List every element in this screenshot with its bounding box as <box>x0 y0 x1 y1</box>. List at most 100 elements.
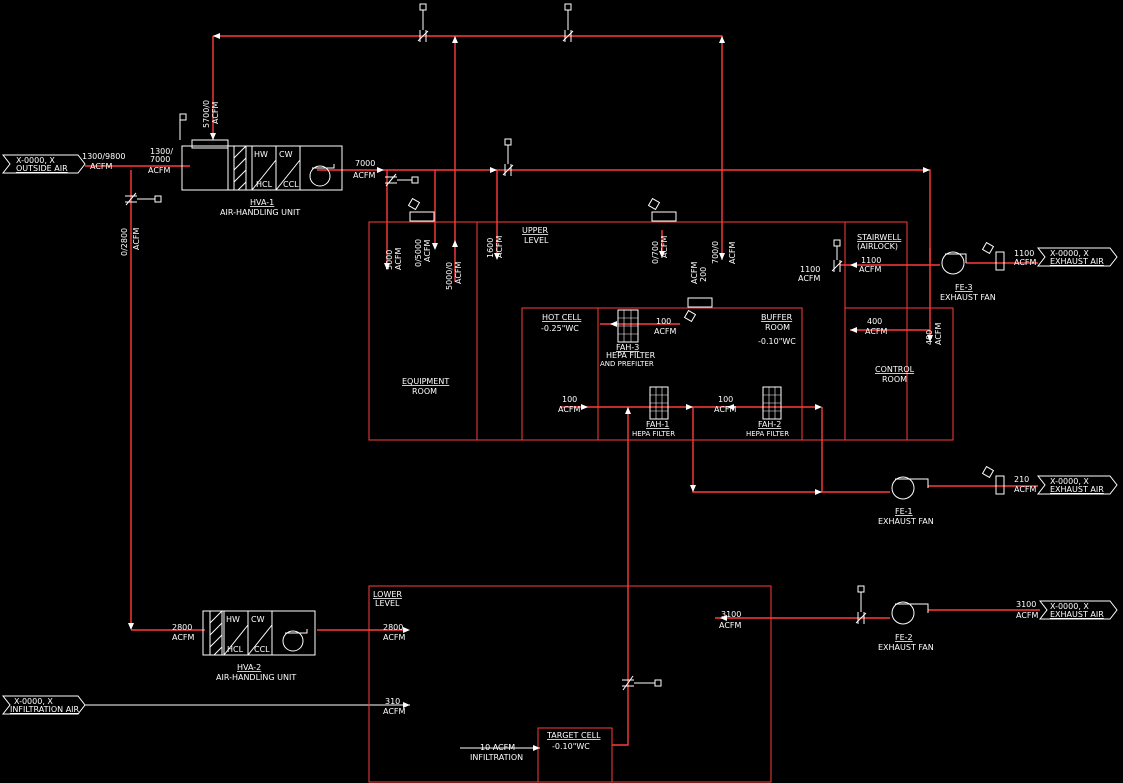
flow-ahu1-in: 1300/ <box>150 147 173 156</box>
svg-text:ACFM: ACFM <box>558 405 581 414</box>
room-outlines <box>368 221 954 783</box>
svg-text:INFILTRATION: INFILTRATION <box>470 753 523 762</box>
damper-bypass <box>125 192 162 206</box>
flow-hot-100: 100 <box>656 317 671 326</box>
filter-fah-3[interactable]: FAH-3 HEPA FILTER AND PREFILTER <box>600 309 656 368</box>
svg-text:ROOM: ROOM <box>412 387 437 396</box>
flow-fah1-100: 100 <box>718 395 733 404</box>
svg-text:EXHAUST AIR: EXHAUST AIR <box>1050 485 1104 494</box>
filter-fah-1[interactable]: FAH-1 HEPA FILTER <box>632 386 675 438</box>
svg-text:ROOM: ROOM <box>882 375 907 384</box>
svg-text:ACFM: ACFM <box>1016 611 1039 620</box>
target-cell-label: TARGET CELL <box>546 731 601 740</box>
svg-text:ACFM: ACFM <box>859 265 882 274</box>
svg-text:ACFM: ACFM <box>728 241 737 264</box>
flow-ahu2-2800a: 2800 <box>172 623 192 632</box>
buffer-room-label: BUFFER <box>761 313 793 322</box>
svg-text:FE-1: FE-1 <box>895 507 913 516</box>
svg-text:ACFM: ACFM <box>172 633 195 642</box>
flow-target-10: 10 ACFM <box>480 743 515 752</box>
fan-fe-3[interactable]: FE-3 EXHAUST FAN <box>940 241 1005 302</box>
svg-text:FAH-3: FAH-3 <box>616 343 639 352</box>
flow-upper-700-0: 700/0 <box>711 241 720 264</box>
flow-oa: 1300/9800 <box>82 152 125 161</box>
damper-stair <box>831 239 843 272</box>
svg-text:FE-3: FE-3 <box>955 283 973 292</box>
svg-text:EXHAUST FAN: EXHAUST FAN <box>878 643 934 652</box>
damper-target <box>622 675 662 691</box>
svg-text:ACFM: ACFM <box>798 274 821 283</box>
svg-text:ACFM: ACFM <box>90 162 113 171</box>
svg-text:ACFM: ACFM <box>495 235 504 258</box>
flow-equip-5000: 5000 <box>385 250 394 270</box>
tag-infiltration-air[interactable]: X-0000, X INFILTRATION AIR <box>1 695 86 715</box>
svg-text:ACFM: ACFM <box>714 405 737 414</box>
svg-text:ACFM: ACFM <box>654 327 677 336</box>
flow-infil-310: 310 <box>385 697 400 706</box>
damper-top-2 <box>562 3 574 42</box>
hot-cell-label: HOT CELL <box>542 313 582 322</box>
flow-arrows <box>128 33 933 751</box>
svg-text:OUTSIDE AIR: OUTSIDE AIR <box>16 164 68 173</box>
control-room <box>844 307 954 441</box>
svg-text:LEVEL: LEVEL <box>375 599 400 608</box>
flow-equip-0-5000: 0/5000 <box>414 239 423 267</box>
svg-text:-0.10"WC: -0.10"WC <box>758 337 796 346</box>
ahu-hva-1[interactable]: HW CW HCL CCL HVA-1 AIR-HANDLING UNIT <box>181 139 343 217</box>
svg-text:HW: HW <box>226 615 240 624</box>
tag-outside-air[interactable]: X-0000, X OUTSIDE AIR <box>1 154 86 174</box>
flow-stair-1100b: 1100 <box>861 256 881 265</box>
flow-bypass: 0/2800 <box>120 228 129 256</box>
fan-fe-1[interactable]: FE-1 EXHAUST FAN <box>878 465 1005 526</box>
tag-exhaust-fe2[interactable]: X-0000, X EXHAUST AIR <box>1038 600 1118 620</box>
damper-supply <box>502 138 514 176</box>
flow-upper-0-700: 0/700 <box>651 241 660 264</box>
flow-stair-1100a: 1100 <box>800 265 820 274</box>
svg-text:ROOM: ROOM <box>765 323 790 332</box>
svg-text:ACFM: ACFM <box>454 261 463 284</box>
target-cell-room <box>537 727 613 783</box>
svg-text:ACFM: ACFM <box>383 633 406 642</box>
svg-text:AIR-HANDLING UNIT: AIR-HANDLING UNIT <box>216 673 296 682</box>
svg-text:X-0000, X: X-0000, X <box>16 156 55 165</box>
tag-exhaust-fe3[interactable]: X-0000, X EXHAUST AIR <box>1036 247 1118 267</box>
svg-text:ACFM: ACFM <box>383 707 406 716</box>
room-labels: UPPER LEVEL EQUIPMENT ROOM STAIRWELL (AI… <box>373 226 915 751</box>
svg-text:ACFM: ACFM <box>865 327 888 336</box>
damper-equip <box>385 173 419 187</box>
filter-fah-2[interactable]: FAH-2 HEPA FILTER <box>746 386 789 438</box>
svg-text:EXHAUST FAN: EXHAUST FAN <box>940 293 996 302</box>
svg-text:LEVEL: LEVEL <box>524 236 549 245</box>
tag-exhaust-fe1[interactable]: X-0000, X EXHAUST AIR <box>1036 475 1118 495</box>
flow-fe1-210: 210 <box>1014 475 1029 484</box>
svg-text:CW: CW <box>279 150 293 159</box>
flow-buffer-200: 200 <box>699 267 708 282</box>
flow-hot-in-100: 100 <box>562 395 577 404</box>
svg-text:FE-2: FE-2 <box>895 633 913 642</box>
svg-text:X-0000, X: X-0000, X <box>1050 249 1089 258</box>
hot-cell-room <box>521 307 803 441</box>
svg-text:HEPA FILTER: HEPA FILTER <box>606 351 656 360</box>
svg-text:FAH-1: FAH-1 <box>646 420 669 429</box>
svg-text:AND PREFILTER: AND PREFILTER <box>600 360 654 368</box>
svg-text:EXHAUST AIR: EXHAUST AIR <box>1050 257 1104 266</box>
svg-text:HVA-2: HVA-2 <box>237 663 261 672</box>
fan-fe-2[interactable]: FE-2 EXHAUST FAN <box>878 601 934 652</box>
svg-text:EXHAUST AIR: EXHAUST AIR <box>1050 610 1104 619</box>
flow-supply-7000: 7000 <box>355 159 375 168</box>
svg-text:CCL: CCL <box>254 645 270 654</box>
svg-text:HCL: HCL <box>227 645 244 654</box>
svg-text:HCL: HCL <box>256 180 273 189</box>
svg-text:EXHAUST FAN: EXHAUST FAN <box>878 517 934 526</box>
damper-top-1 <box>417 3 429 42</box>
ahu-hva-2[interactable]: HW CW HCL CCL HVA-2 AIR-HANDLING UNIT <box>202 610 316 682</box>
flow-ctrl-400: 400 <box>867 317 882 326</box>
flow-fe2-3100: 3100 <box>1016 600 1036 609</box>
flow-ahu2-2800b: 2800 <box>383 623 403 632</box>
damper-fe2 <box>855 585 867 624</box>
svg-text:ACFM: ACFM <box>423 239 432 262</box>
svg-text:HW: HW <box>254 150 268 159</box>
lower-level-room <box>368 585 772 783</box>
diffusers <box>407 197 713 323</box>
